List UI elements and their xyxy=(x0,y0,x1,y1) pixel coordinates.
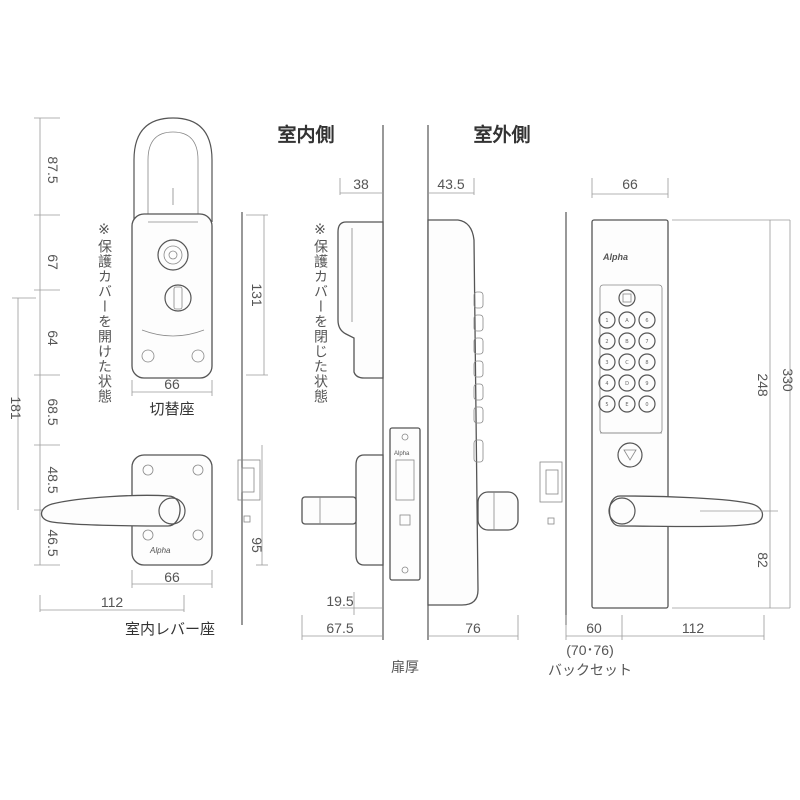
keypad-key[interactable]: E xyxy=(618,395,636,413)
keypad-key-label: 9 xyxy=(645,381,648,387)
note-cover-open: ※保護カバーを開けた状態 xyxy=(96,222,112,404)
outdoor-side-title: 室外側 xyxy=(473,123,530,146)
switch-base-title: 切替座 xyxy=(149,400,194,418)
keypad-key-label: 3 xyxy=(605,360,608,366)
keypad-key[interactable]: A xyxy=(618,311,636,329)
keypad-key-label: 8 xyxy=(645,360,648,366)
indoor-lever-base-title: 室内レバー座 xyxy=(125,620,215,638)
dim-112-front: 112 xyxy=(682,620,705,636)
dim-43-5: 43.5 xyxy=(437,176,464,192)
dim-38: 38 xyxy=(353,176,369,192)
dim-48-5: 48.5 xyxy=(45,466,61,493)
keypad-top-key[interactable] xyxy=(618,289,636,307)
indoor-lever-base-drawing: Alpha 66 112 室内レバー座 xyxy=(39,454,215,638)
keypad-key[interactable]: C xyxy=(618,353,636,371)
dim-131: 131 xyxy=(249,283,265,307)
dim-87-5: 87.5 xyxy=(45,156,61,183)
keypad-key[interactable]: B xyxy=(618,332,636,350)
keypad-key-label: D xyxy=(625,381,629,387)
keypad-key-label: E xyxy=(625,402,628,408)
keypad-key-label: 6 xyxy=(645,318,648,324)
keypad-key[interactable]: 8 xyxy=(638,353,656,371)
door-thickness-label: 扉厚 xyxy=(391,660,419,676)
switch-width-label: 66 xyxy=(164,376,180,392)
backset-range: (70･76) xyxy=(566,642,613,658)
dim-19-5: 19.5 xyxy=(326,593,353,609)
indoor-door-edge: 131 95 xyxy=(237,212,268,625)
keypad-key-label: 5 xyxy=(605,402,608,408)
lever-base-brand: Alpha xyxy=(149,546,171,555)
dim-76: 76 xyxy=(465,620,481,636)
dim-330: 330 xyxy=(780,368,796,392)
keypad-key-label: B xyxy=(625,339,629,345)
keypad: 1 A 6 2 B 7 3 C 8 4 D 9 5 E 0 xyxy=(598,289,656,413)
dim-181: 181 xyxy=(8,396,24,420)
keypad-key[interactable]: 4 xyxy=(598,374,616,392)
dim-82: 82 xyxy=(755,552,771,568)
dim-64: 64 xyxy=(45,330,61,346)
outdoor-front-drawing: 66 Alpha 248 330 82 60 112 (70･7 xyxy=(539,176,796,679)
keypad-key-label: 7 xyxy=(645,339,648,345)
keypad-key[interactable]: 9 xyxy=(638,374,656,392)
dim-67: 67 xyxy=(45,254,61,270)
keypad-key[interactable]: 1 xyxy=(598,311,616,329)
keypad-key[interactable]: 0 xyxy=(638,395,656,413)
keypad-key-label: 1 xyxy=(605,318,608,324)
left-dimension-column: 87.5 67 64 68.5 48.5 46.5 181 xyxy=(8,117,61,566)
keypad-key-label: 0 xyxy=(645,402,648,408)
keypad-key[interactable]: 6 xyxy=(638,311,656,329)
front-width-label: 66 xyxy=(622,176,638,192)
dim-60: 60 xyxy=(586,620,602,636)
keypad-key[interactable]: 3 xyxy=(598,353,616,371)
keypad-key-label: 2 xyxy=(605,339,608,345)
lever-base-width-label: 66 xyxy=(164,569,180,585)
keypad-key[interactable]: 2 xyxy=(598,332,616,350)
backset-label: バックセット xyxy=(548,663,632,679)
dim-248: 248 xyxy=(755,373,771,397)
keypad-key-label: C xyxy=(625,360,629,366)
dim-46-5: 46.5 xyxy=(45,529,61,556)
note-cover-closed: ※保護カバーを閉じた状態 xyxy=(312,222,328,404)
side-profile-drawing: 扉厚 38 43.5 Alpha xyxy=(301,125,519,676)
latch-brand: Alpha xyxy=(394,451,410,457)
indoor-side-title: 室内側 xyxy=(277,123,334,146)
front-brand-logo: Alpha xyxy=(602,252,628,262)
keypad-key-label: 4 xyxy=(605,381,608,387)
dim-67-5: 67.5 xyxy=(326,620,353,636)
switch-base-drawing: 66 切替座 xyxy=(131,117,213,418)
dim-68-5: 68.5 xyxy=(45,398,61,425)
keypad-key[interactable]: D xyxy=(618,374,636,392)
lever-length-label: 112 xyxy=(101,594,124,610)
keypad-key-label: A xyxy=(625,318,629,324)
keypad-key[interactable]: 7 xyxy=(638,332,656,350)
keypad-key[interactable]: 5 xyxy=(598,395,616,413)
dim-95: 95 xyxy=(249,537,265,553)
